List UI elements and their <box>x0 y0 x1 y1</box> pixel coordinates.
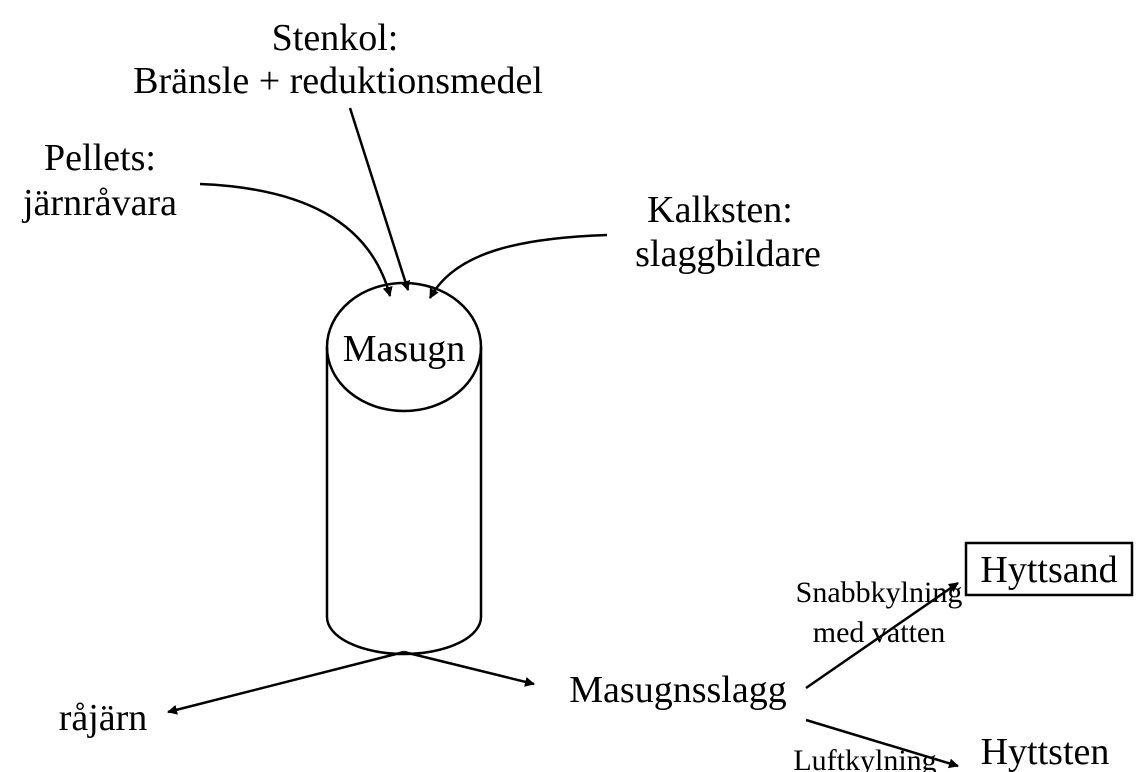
luftkylning-label: Luftkylning <box>793 744 936 772</box>
snabbkylning-line2: med vatten <box>813 616 945 649</box>
masugnsslagg-label: Masugnsslagg <box>569 669 786 711</box>
hyttsand-label: Hyttsand <box>980 549 1117 591</box>
kalksten-arrow <box>430 235 607 298</box>
pellets-title: Pellets: <box>44 137 156 179</box>
pellets-subtitle: järnråvara <box>21 182 177 224</box>
rajarn-arrow <box>168 652 404 712</box>
kalksten-title: Kalksten: <box>647 189 793 231</box>
stenkol-arrow <box>350 108 408 290</box>
masugnsslagg-arrow <box>404 652 534 684</box>
furnace-label: Masugn <box>343 328 465 370</box>
pellets-arrow <box>200 184 390 296</box>
snabbkylning-line1: Snabbkylning <box>796 576 963 609</box>
rajarn-label: råjärn <box>59 697 148 739</box>
stenkol-title: Stenkol: <box>272 17 399 59</box>
hyttsten-label: Hyttsten <box>981 731 1110 772</box>
stenkol-subtitle: Bränsle + reduktionsmedel <box>133 60 543 102</box>
kalksten-subtitle: slaggbildare <box>635 233 821 275</box>
